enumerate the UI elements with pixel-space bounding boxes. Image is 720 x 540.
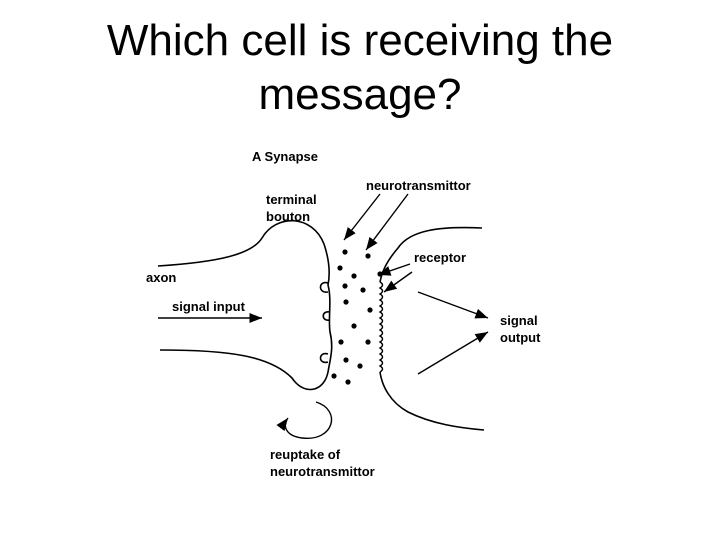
signal-input-label: signal input	[172, 299, 246, 314]
title-line-1: Which cell is receiving the	[106, 16, 614, 65]
receptor-label: receptor	[414, 250, 466, 265]
neurotransmittor-label: neurotransmittor	[366, 178, 471, 193]
reuptake-label-line2: neurotransmittor	[270, 464, 375, 479]
presynaptic-loop-lower	[319, 352, 329, 364]
terminal-bouton-label-line2: bouton	[266, 209, 310, 224]
signal-output-arrow-1	[417, 291, 489, 319]
diagram-heading: A Synapse	[252, 149, 318, 164]
receptor-arrow-1	[377, 263, 411, 276]
slide-title: Which cell is receiving the message?	[0, 14, 720, 122]
presynaptic-loop-upper	[319, 281, 329, 293]
terminal-bouton-label-line1: terminal	[266, 192, 317, 207]
signal-output-label-line1: signal	[500, 313, 538, 328]
reuptake-label-line1: reuptake of	[270, 447, 341, 462]
signal-output-arrow-2	[417, 331, 489, 375]
neurotransmittor-arrow-2	[365, 193, 409, 251]
receptor-arrow-2	[383, 271, 413, 293]
reuptake-arrow	[276, 401, 333, 439]
presynaptic-terminal-outline	[157, 219, 333, 391]
postsynaptic-receptor-membrane	[378, 281, 384, 373]
neurotransmitter-molecules	[331, 249, 383, 385]
postsynaptic-cell-lower-outline	[379, 371, 485, 431]
neurotransmittor-arrow-1	[343, 193, 381, 241]
presynaptic-loop-mid	[322, 311, 331, 321]
title-line-2: message?	[258, 70, 462, 119]
axon-label: axon	[146, 270, 176, 285]
signal-output-label-line2: output	[500, 330, 541, 345]
